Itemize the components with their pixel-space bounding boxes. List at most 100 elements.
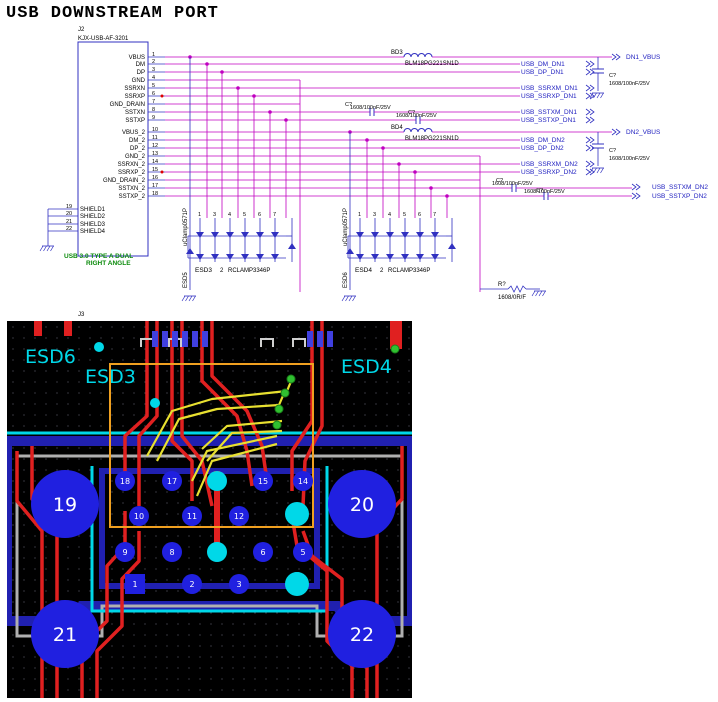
grid-dot <box>78 370 80 372</box>
net-arrow <box>585 60 595 68</box>
grid-dot <box>298 458 300 460</box>
grid-dot <box>254 590 256 592</box>
ground-hatch <box>185 295 189 302</box>
grid-dot <box>386 370 388 372</box>
esd-diode <box>256 254 264 260</box>
grid-dot <box>23 678 25 680</box>
grid-dot <box>397 656 399 658</box>
grid-dot <box>199 689 201 691</box>
grid-dot <box>353 469 355 471</box>
grid-dot <box>364 359 366 361</box>
net-arrow <box>631 183 641 191</box>
grid-dot <box>89 590 91 592</box>
esd-diode <box>386 254 394 260</box>
net-label: USB_SSRXM_DN2 <box>521 161 578 168</box>
ground-hatch <box>348 295 353 302</box>
grid-dot <box>166 491 168 493</box>
grid-dot <box>177 326 179 328</box>
grid-dot <box>276 414 278 416</box>
grid-dot <box>287 370 289 372</box>
grid-dot <box>243 502 245 504</box>
grid-dot <box>276 326 278 328</box>
grid-dot <box>56 348 58 350</box>
grid-dot <box>111 359 113 361</box>
plane-outline <box>7 436 412 626</box>
ferrite-part: BLM18PG221SN1D <box>405 136 459 142</box>
grid-dot <box>177 381 179 383</box>
grid-dot <box>298 678 300 680</box>
grid-dot <box>122 634 124 636</box>
grid-dot <box>287 502 289 504</box>
grid-dot <box>397 370 399 372</box>
grid-dot <box>166 524 168 526</box>
grid-dot <box>287 403 289 405</box>
grid-dot <box>353 359 355 361</box>
grid-dot <box>122 403 124 405</box>
pin-pad-number: 2 <box>189 580 194 589</box>
grid-dot <box>265 678 267 680</box>
grid-dot <box>232 502 234 504</box>
grid-dot <box>122 667 124 669</box>
grid-dot <box>342 568 344 570</box>
grid-dot <box>188 656 190 658</box>
grid-dot <box>188 568 190 570</box>
grid-dot <box>122 645 124 647</box>
grid-dot <box>309 656 311 658</box>
grid-dot <box>199 447 201 449</box>
grid-dot <box>89 370 91 372</box>
grid-dot <box>155 524 157 526</box>
pin-name: SSTXP_2 <box>119 194 146 200</box>
esd-diode <box>416 254 424 260</box>
grid-dot <box>408 326 410 328</box>
grid-dot <box>177 425 179 427</box>
grid-dot <box>210 689 212 691</box>
ferrite-bead <box>403 128 433 133</box>
grid-dot <box>276 337 278 339</box>
grid-dot <box>144 524 146 526</box>
pin-name: SSRXN <box>124 86 145 92</box>
grid-dot <box>111 381 113 383</box>
pin-number: 17 <box>152 183 158 189</box>
grid-dot <box>320 480 322 482</box>
grid-dot <box>265 359 267 361</box>
grid-dot <box>342 458 344 460</box>
pin-pad-number: 3 <box>236 580 241 589</box>
grid-dot <box>375 337 377 339</box>
via <box>150 398 160 408</box>
grid-dot <box>397 667 399 669</box>
grid-dot <box>265 656 267 658</box>
grid-dot <box>342 414 344 416</box>
grid-dot <box>12 326 14 328</box>
grid-dot <box>254 612 256 614</box>
grid-dot <box>254 502 256 504</box>
grid-dot <box>320 623 322 625</box>
grid-dot <box>287 458 289 460</box>
grid-dot <box>23 491 25 493</box>
grid-dot <box>67 392 69 394</box>
grid-dot <box>199 546 201 548</box>
pcb-label-esd4: ESD4 <box>341 356 392 378</box>
pin-pad <box>115 471 135 491</box>
grid-dot <box>177 359 179 361</box>
grid-dot <box>188 403 190 405</box>
grid-dot <box>78 403 80 405</box>
grid-dot <box>177 689 179 691</box>
grid-dot <box>298 491 300 493</box>
esd-pad <box>172 331 178 347</box>
grid-dot <box>111 491 113 493</box>
grid-dot <box>276 480 278 482</box>
grid-dot <box>78 348 80 350</box>
net-label: USB_DM_DN2 <box>521 137 565 144</box>
esd-diode <box>256 232 264 238</box>
grid-dot <box>111 568 113 570</box>
tvs-diode <box>346 248 354 254</box>
grid-dot <box>56 370 58 372</box>
cap-ref: C? <box>345 102 352 108</box>
grid-dot <box>232 524 234 526</box>
grid-dot <box>386 392 388 394</box>
grid-dot <box>408 414 410 416</box>
grid-dot <box>276 590 278 592</box>
grid-dot <box>342 689 344 691</box>
grid-dot <box>210 425 212 427</box>
esd-diode <box>431 232 439 238</box>
